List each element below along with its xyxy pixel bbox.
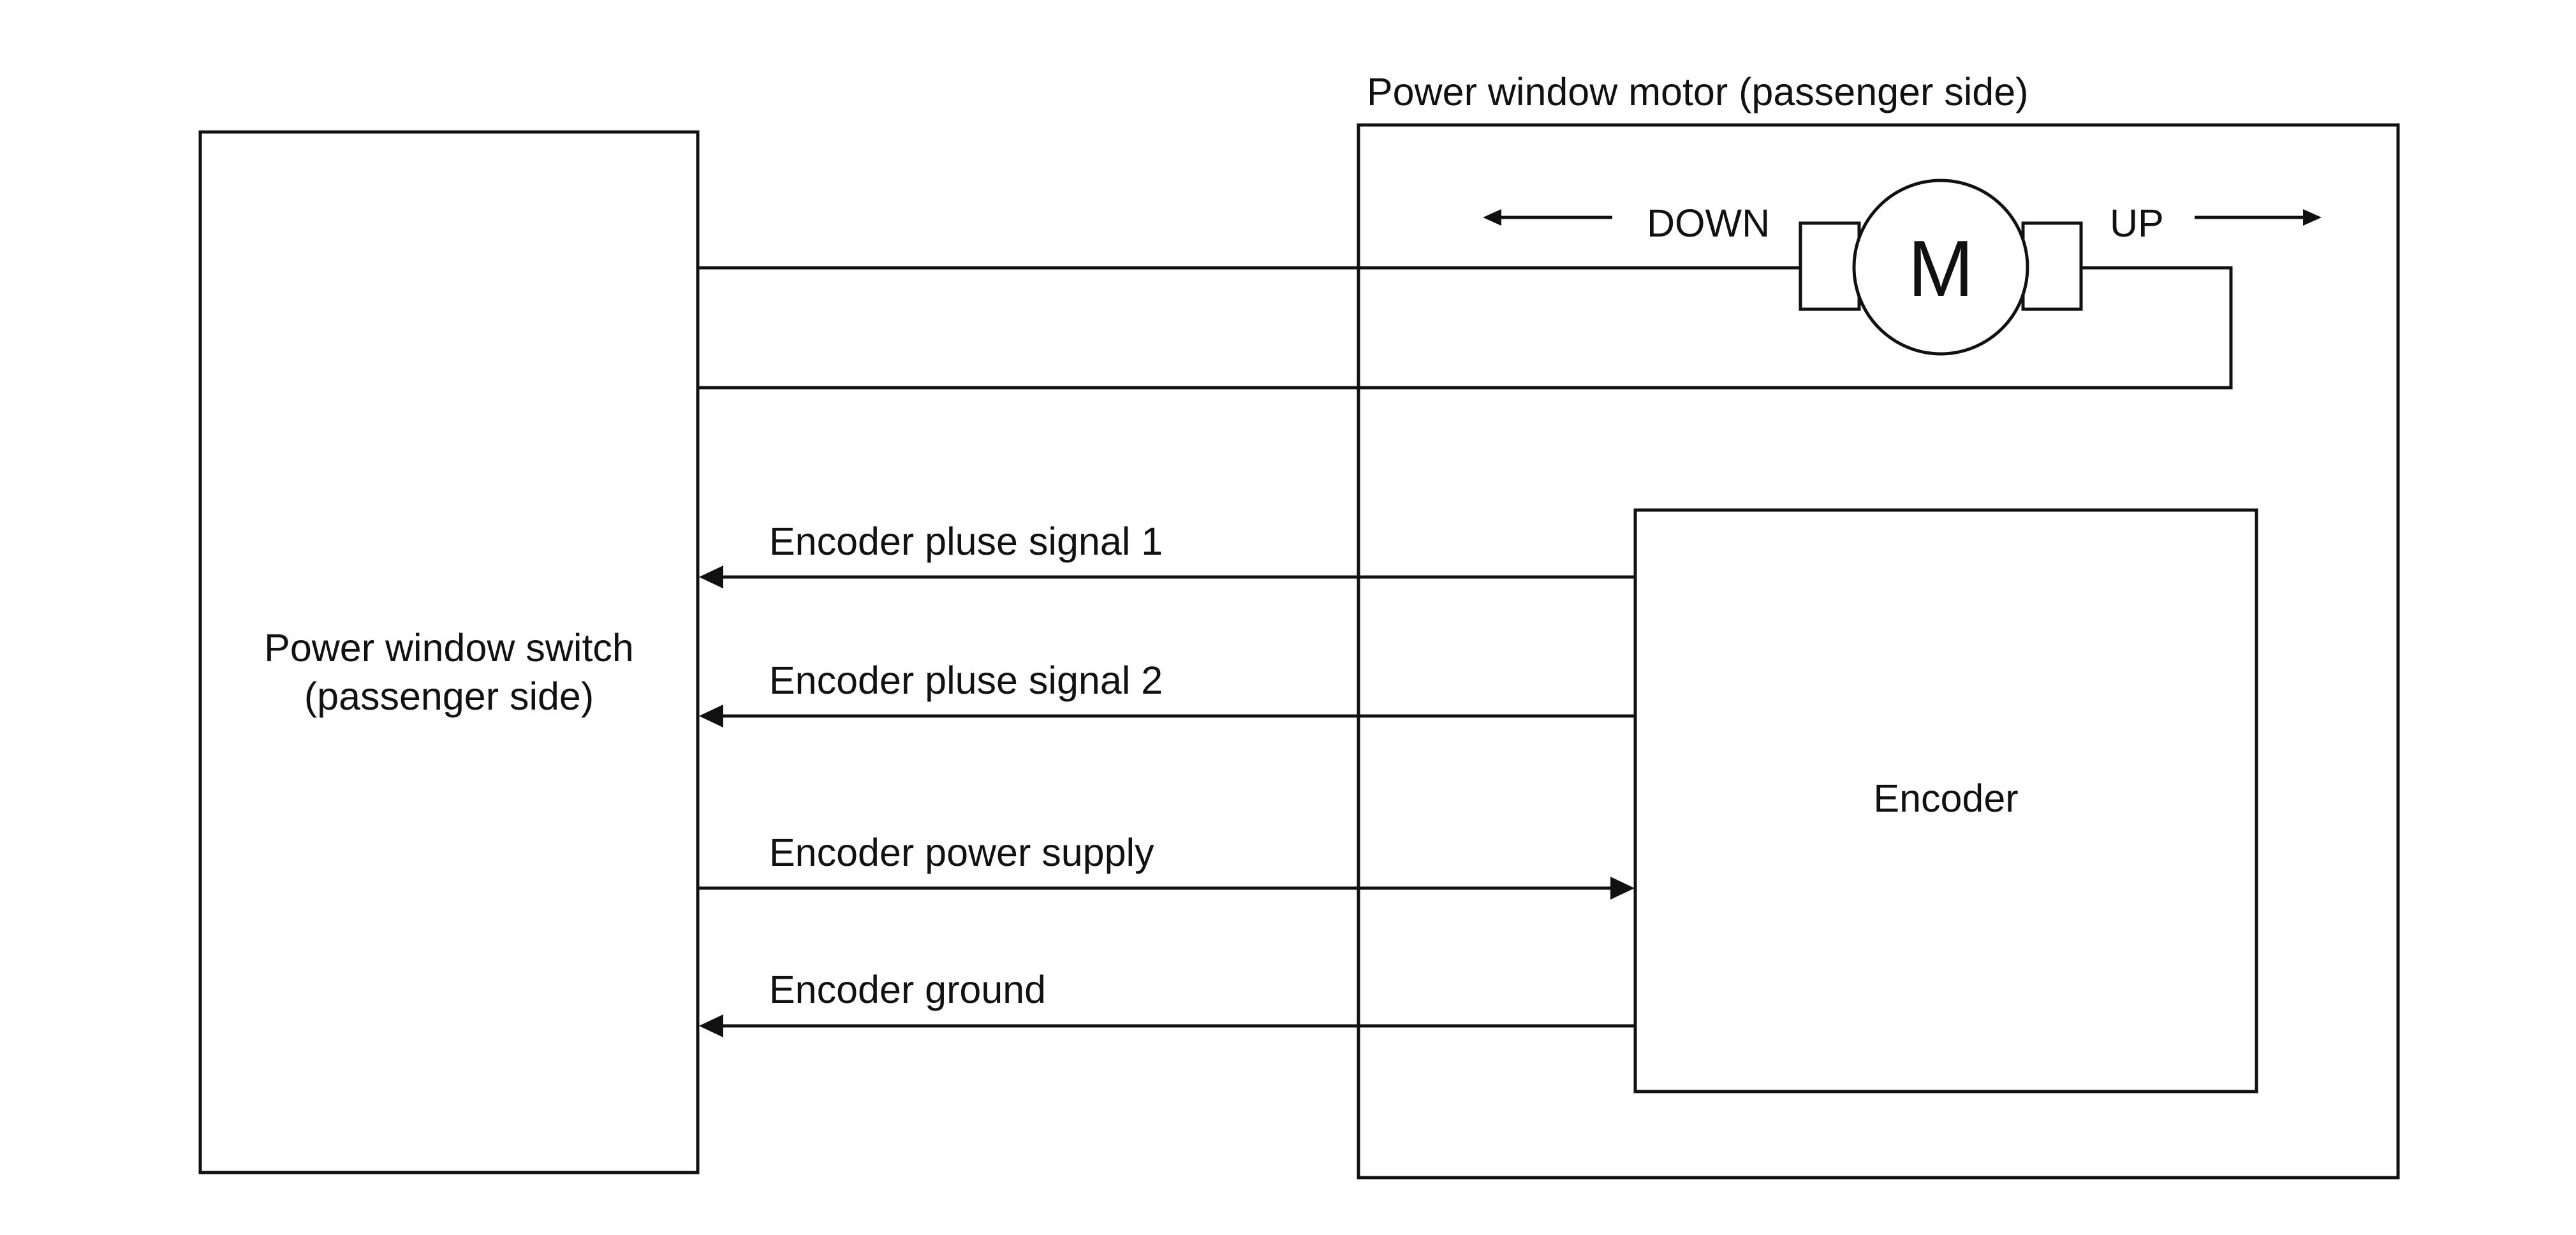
motor-wire-up bbox=[698, 266, 2233, 390]
up-arrow-head bbox=[2303, 209, 2322, 226]
motor-symbol: M bbox=[1799, 179, 2083, 356]
power-window-motor: Power window motor (passenger side) M DO… bbox=[698, 70, 2400, 1180]
signal-encoder-pulse-2: Encoder pluse signal 2 bbox=[699, 659, 1635, 727]
arrow-head-to-encoder bbox=[1610, 877, 1635, 900]
switch-label-line1: Power window switch bbox=[264, 626, 634, 669]
signal-encoder-pulse-1: Encoder pluse signal 1 bbox=[699, 520, 1635, 588]
motor-terminal-left bbox=[1799, 221, 1861, 311]
motor-block-box bbox=[1357, 123, 2400, 1180]
arrow-head-to-switch bbox=[699, 705, 723, 727]
down-arrow-head bbox=[1483, 209, 1501, 226]
power-window-switch: Power window switch (passenger side) bbox=[198, 130, 700, 1174]
signal-label: Encoder pluse signal 2 bbox=[769, 659, 1163, 702]
encoder-box bbox=[1633, 508, 2258, 1093]
motor-circle bbox=[1852, 179, 2029, 356]
signal-label: Encoder ground bbox=[769, 968, 1046, 1011]
signal-label: Encoder power supply bbox=[769, 831, 1154, 874]
encoder-label: Encoder bbox=[1873, 777, 2018, 820]
signal-label: Encoder pluse signal 1 bbox=[769, 520, 1163, 563]
motor-letter: M bbox=[1908, 225, 1973, 313]
signal-encoder-ground: Encoder ground bbox=[699, 968, 1635, 1037]
switch-label-line2: (passenger side) bbox=[304, 675, 594, 718]
signal-encoder-power-supply: Encoder power supply bbox=[698, 831, 1635, 900]
up-label: UP bbox=[2110, 201, 2164, 245]
motor-block-title: Power window motor (passenger side) bbox=[1367, 70, 2028, 113]
down-label: DOWN bbox=[1647, 201, 1770, 245]
direction-up: UP bbox=[2110, 201, 2322, 245]
direction-down: DOWN bbox=[1483, 201, 1770, 245]
encoder: Encoder bbox=[1633, 508, 2258, 1093]
motor-terminal-right bbox=[2021, 221, 2083, 311]
arrow-head-to-switch bbox=[699, 1014, 723, 1037]
switch-box bbox=[198, 130, 700, 1174]
arrow-head-to-switch bbox=[699, 566, 723, 588]
